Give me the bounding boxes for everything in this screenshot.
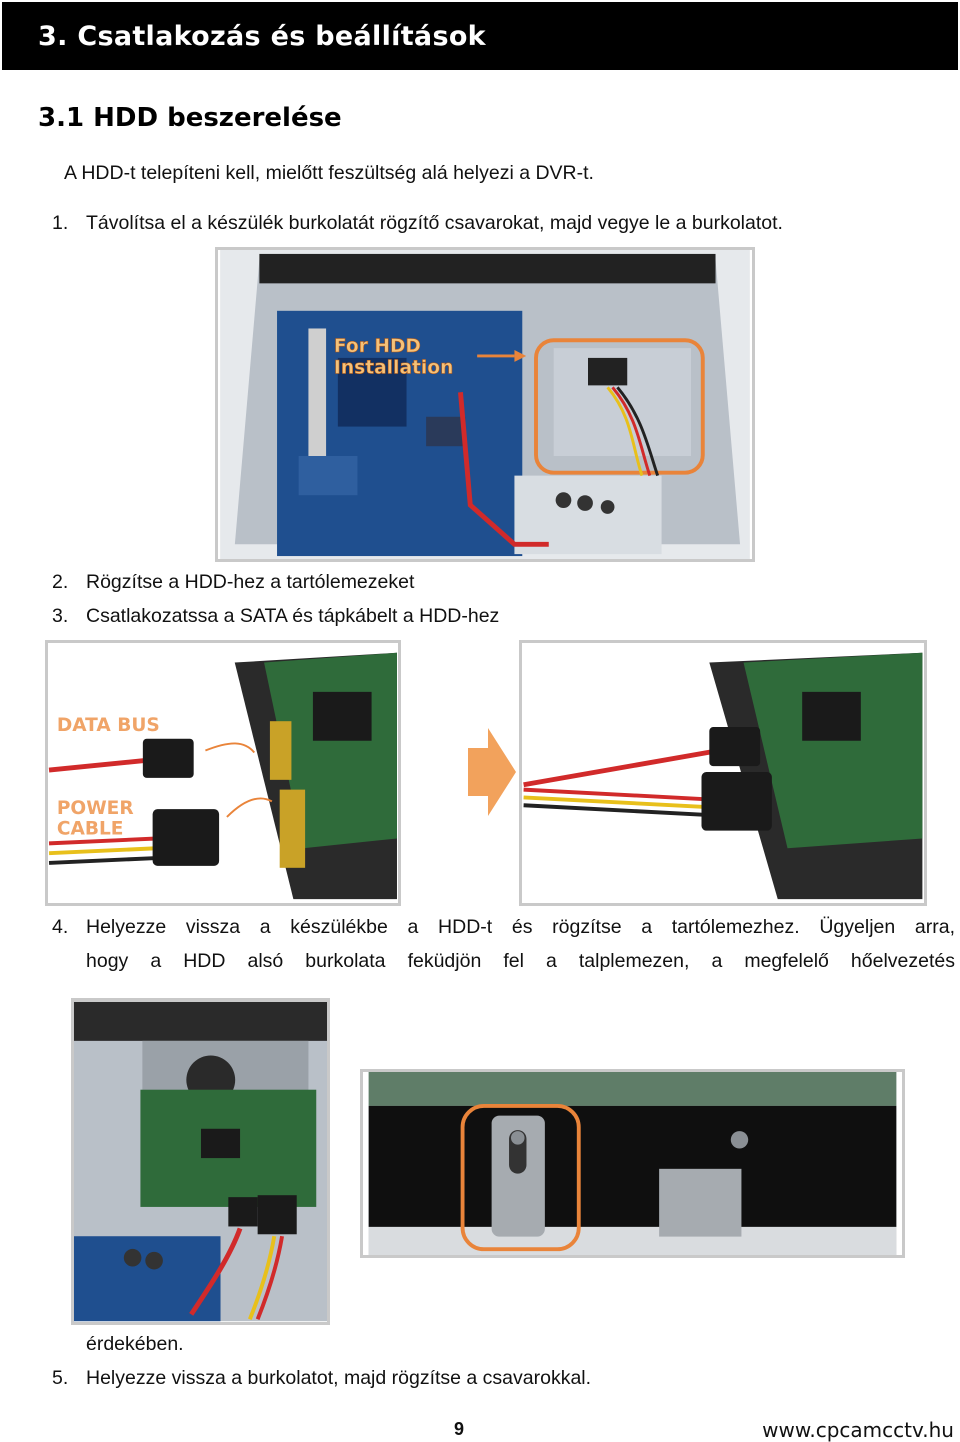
page-number: 9 bbox=[454, 1419, 465, 1439]
step-number: 5. bbox=[52, 1367, 69, 1389]
step-number: 4. bbox=[52, 916, 69, 938]
data-bus-label: DATA BUS bbox=[57, 715, 160, 736]
step-number: 1. bbox=[52, 212, 69, 234]
power-cable-label-2: CABLE bbox=[57, 819, 124, 840]
dvr-open-photo: For HDD Installation bbox=[215, 247, 755, 562]
hdd-cables-before-photo: DATA BUS POWER CABLE bbox=[45, 640, 401, 906]
step-4-line-2: hogy a HDD alsó burkolata feküdjön fel a… bbox=[86, 950, 955, 972]
hdd-cables-after-illustration bbox=[523, 643, 923, 903]
page-header: 3. Csatlakozás és beállítások bbox=[2, 2, 958, 70]
section-title: 3.1 HDD beszerelése bbox=[38, 103, 342, 133]
chapter-title: 3. Csatlakozás és beállítások bbox=[38, 21, 486, 52]
step-text: Csatlakozatssa a SATA és tápkábelt a HDD… bbox=[86, 605, 500, 627]
bracket-closeup-illustration bbox=[368, 1072, 897, 1255]
step-4-line-1: 4. Helyezze vissza a készülékbe a HDD-t … bbox=[52, 916, 955, 939]
footer-website: www.cpcamcctv.hu bbox=[762, 1418, 954, 1442]
dvr-open-illustration: For HDD Installation bbox=[220, 250, 750, 559]
bracket-closeup-photo bbox=[360, 1069, 905, 1258]
for-hdd-label: For HDD bbox=[334, 336, 421, 357]
hdd-installed-photo bbox=[71, 998, 330, 1325]
step-number: 2. bbox=[52, 571, 69, 593]
power-cable-label-1: POWER bbox=[57, 798, 134, 819]
hdd-cables-before-illustration: DATA BUS POWER CABLE bbox=[48, 643, 397, 903]
step-1: 1. Távolítsa el a készülék burkolatát rög… bbox=[52, 212, 783, 235]
step-text: Helyezze vissza a készülékbe a HDD-t és … bbox=[86, 916, 955, 938]
intro-text: A HDD-t telepíteni kell, mielőtt feszült… bbox=[64, 162, 594, 184]
step-number: 3. bbox=[52, 605, 69, 627]
hdd-cables-after-photo bbox=[519, 640, 927, 906]
step-text: Távolítsa el a készülék burkolatát rögzí… bbox=[86, 212, 783, 234]
step-text: Rögzítse a HDD-hez a tartólemezeket bbox=[86, 571, 415, 593]
step-5: 5. Helyezze vissza a burkolatot, majd rög… bbox=[52, 1367, 591, 1390]
step-3: 3. Csatlakozatssa a SATA és tápkábelt a H… bbox=[52, 605, 499, 628]
hdd-installed-illustration bbox=[74, 1001, 327, 1322]
installation-label: Installation bbox=[334, 358, 453, 379]
step-2: 2. Rögzítse a HDD-hez a tartólemezeket bbox=[52, 571, 414, 594]
step-4-line-3: érdekében. bbox=[86, 1333, 184, 1355]
step-text: Helyezze vissza a burkolatot, majd rögzí… bbox=[86, 1367, 592, 1389]
arrow-right-icon bbox=[468, 728, 516, 816]
